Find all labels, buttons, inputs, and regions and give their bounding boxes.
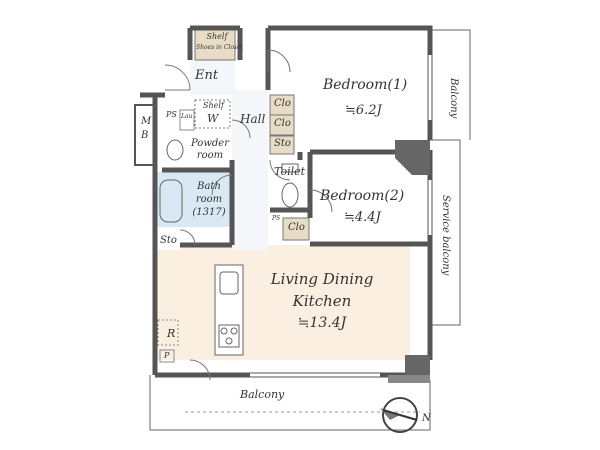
bedroom2-area: ≒4.4J (344, 210, 381, 225)
sto-left-label: Sto (160, 235, 177, 246)
powder-room-floor (162, 130, 232, 170)
north-label: N (422, 413, 431, 424)
ps-left-label: PS (166, 110, 177, 119)
entrance-label: Ent (195, 68, 219, 83)
r-label: R (167, 327, 176, 340)
balcony-right-area (430, 29, 471, 326)
wall-block-right (395, 140, 430, 175)
ldk-floor (155, 245, 410, 360)
bath-room-label: Bath room (1317) (192, 181, 226, 218)
toilet-tank-icon (281, 163, 299, 173)
toilet-bowl-icon (281, 182, 299, 208)
shoes-closet-label: Shoes in Closet (196, 44, 243, 51)
p-box (159, 349, 175, 363)
toilet-floor (270, 160, 310, 210)
stove-icon (218, 324, 240, 348)
sink-icon (166, 139, 184, 161)
shelf-closet (194, 29, 236, 61)
bath-room-floor (155, 172, 232, 227)
sto-mid-box (269, 135, 295, 155)
ps-right-label: PS (272, 215, 281, 222)
clo-3-box (282, 217, 310, 241)
mb-label: M B (141, 116, 152, 141)
clo-2-box (269, 114, 295, 136)
wall-block-ldk-corner (405, 355, 430, 375)
toilet-label: Toilet (274, 165, 306, 178)
kitchen-sink-icon (219, 271, 239, 295)
bedroom1-floor (268, 28, 430, 152)
sto-left-floor (155, 230, 180, 250)
balcony-right-label: Balcony (448, 78, 459, 119)
wall-block-mb (134, 104, 156, 166)
service-balcony-label: Service balcony (440, 195, 451, 276)
refrigerator-box (157, 319, 179, 346)
shelf-w-label: Shelf (203, 101, 224, 110)
clo-1-label: Clo (274, 98, 291, 109)
hall-label: Hall (240, 112, 266, 126)
lau-label: Lau (181, 113, 193, 120)
w-label: W (207, 112, 219, 125)
ldk-area: ≒13.4J (297, 315, 347, 331)
clo-3-label: Clo (288, 222, 305, 233)
shelf-top-label: Shelf (206, 32, 228, 41)
sto-mid-label: Sto (274, 138, 291, 149)
p-label: P (164, 351, 170, 360)
bedroom2-label: Bedroom(2) (320, 188, 405, 204)
balcony-divider (388, 375, 430, 383)
ldk-label: Living Dining Kitchen (270, 270, 374, 310)
washer-box (179, 109, 195, 131)
hall-floor (232, 90, 268, 250)
powder-room-label: Powder room (190, 138, 229, 161)
bathtub-icon (159, 179, 183, 223)
compass-icon (380, 397, 420, 433)
entrance-floor (190, 60, 235, 95)
bedroom1-area: ≒6.2J (345, 103, 382, 118)
bedroom1-label: Bedroom(1) (323, 77, 408, 93)
balcony-bottom-label: Balcony (240, 388, 285, 401)
door-swings (164, 49, 333, 381)
balcony-bottom-area (149, 375, 431, 431)
clo-2-label: Clo (274, 118, 291, 129)
shelf-w-closet (194, 99, 231, 129)
